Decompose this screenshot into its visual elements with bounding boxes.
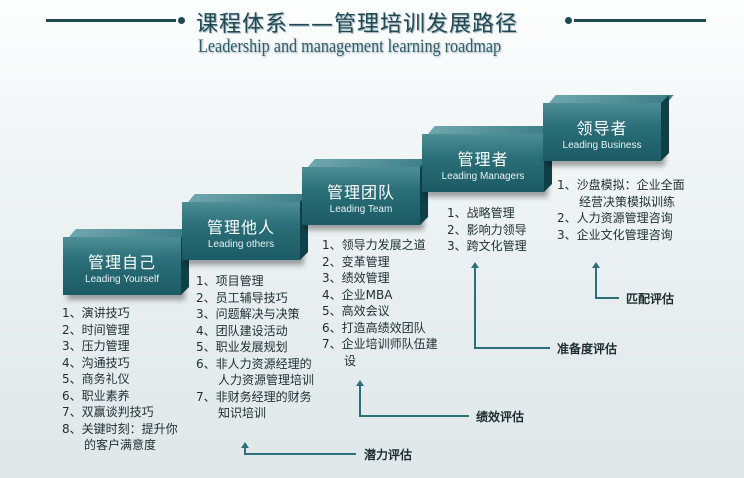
connector-line [244, 453, 356, 455]
evaluation-label-match: 匹配评估 [626, 292, 675, 306]
stage-subtitle: Leading others [207, 239, 275, 250]
list-item: 6、非人力资源经理的人力资源管理培训 [196, 356, 315, 388]
connector-line [474, 268, 476, 348]
arrow-up-icon [356, 380, 364, 386]
list-item: 1、沙盘模拟：企业全面经营决策模拟训练 [557, 178, 685, 209]
list-item: 1、项目管理 [196, 274, 264, 288]
stage-subtitle: Leading Team [329, 204, 393, 215]
stage-box-leading-business: 领导者 Leading Business [543, 103, 661, 161]
arrow-up-icon [592, 262, 600, 268]
list-item: 1、领导力发展之道 [322, 238, 426, 252]
list-item: 7、非财务经理的财务知识培训 [196, 389, 312, 421]
course-list-leading-others: 1、项目管理 2、员工辅导技巧 3、问题解决与决策 4、团队建设活动 5、职业发展规划 6… [196, 273, 314, 422]
connector-line [595, 268, 597, 298]
evaluation-label-performance: 绩效评估 [476, 410, 525, 424]
list-item: 5、商务礼仪 [62, 372, 130, 386]
page-subtitle: Leadership and management learning roadm… [198, 36, 502, 57]
list-item: 5、职业发展规划 [196, 340, 288, 354]
course-list-leading-business: 1、沙盘模拟：企业全面经营决策模拟训练 2、人力资源管理咨询 3、企业文化管理咨询 [557, 177, 687, 243]
list-item: 3、压力管理 [62, 339, 130, 353]
list-item: 2、员工辅导技巧 [196, 290, 288, 305]
header-line-right [574, 19, 706, 22]
list-item: 7、双赢谈判技巧 [62, 405, 154, 419]
list-item: 1、演讲技巧 [62, 306, 130, 320]
list-item: 1、战略管理 [447, 206, 515, 220]
evaluation-label-readiness: 准备度评估 [557, 342, 618, 356]
stage-subtitle: Leading Business [562, 140, 642, 151]
connector-line [474, 347, 550, 349]
stage-title: 管理者 [457, 150, 509, 169]
list-item: 2、变革管理 [322, 254, 390, 269]
stage-title: 管理他人 [206, 218, 275, 237]
arrow-up-icon [471, 262, 479, 268]
stage-box-leading-managers: 管理者 Leading Managers [422, 134, 544, 192]
list-item: 4、企业MBA [322, 287, 393, 302]
list-item: 3、问题解决与决策 [196, 307, 300, 321]
course-list-leading-team: 1、领导力发展之道 2、变革管理 3、绩效管理 4、企业MBA 5、高效会议 6、打造高绩… [322, 237, 440, 369]
stage-title: 领导者 [576, 119, 628, 138]
evaluation-label-potential: 潜力评估 [364, 448, 413, 462]
header-line-left [46, 19, 176, 22]
list-item: 6、职业素养 [62, 388, 130, 403]
header-dot-left [178, 17, 185, 24]
page-title: 课程体系——管理培训发展路径 [196, 12, 519, 37]
course-list-leading-managers: 1、战略管理 2、影响力领导 3、跨文化管理 [447, 205, 557, 255]
list-item: 3、绩效管理 [322, 271, 390, 285]
list-item: 3、跨文化管理 [447, 239, 527, 253]
arrow-up-icon [241, 442, 249, 448]
stage-subtitle: Leading Managers [441, 171, 525, 182]
connector-line [359, 415, 469, 417]
list-item: 6、打造高绩效团队 [322, 320, 426, 335]
stage-box-leading-team: 管理团队 Leading Team [302, 167, 420, 225]
connector-line [359, 386, 361, 416]
connector-line [244, 448, 246, 454]
list-item: 3、企业文化管理咨询 [557, 227, 673, 242]
list-item: 4、沟通技巧 [62, 355, 130, 370]
stage-title: 管理团队 [326, 183, 395, 202]
list-item: 4、团队建设活动 [196, 323, 288, 338]
stage-box-leading-yourself: 管理自己 Leading Yourself [63, 237, 181, 295]
list-item: 2、影响力领导 [447, 222, 527, 237]
stage-box-leading-others: 管理他人 Leading others [182, 202, 300, 260]
stage-subtitle: Leading Yourself [85, 274, 159, 285]
list-item: 2、人力资源管理咨询 [557, 211, 673, 225]
list-item: 2、时间管理 [62, 322, 130, 337]
header-dot-right [565, 17, 572, 24]
connector-line [595, 297, 619, 299]
list-item: 8、关键时刻：提升你的客户满意度 [62, 421, 178, 453]
list-item: 7、企业培训师队伍建设 [322, 337, 438, 368]
list-item: 5、高效会议 [322, 304, 390, 318]
stage-title: 管理自己 [87, 253, 156, 272]
course-list-leading-yourself: 1、演讲技巧 2、时间管理 3、压力管理 4、沟通技巧 5、商务礼仪 6、职业素养 7、双赢… [62, 305, 180, 454]
